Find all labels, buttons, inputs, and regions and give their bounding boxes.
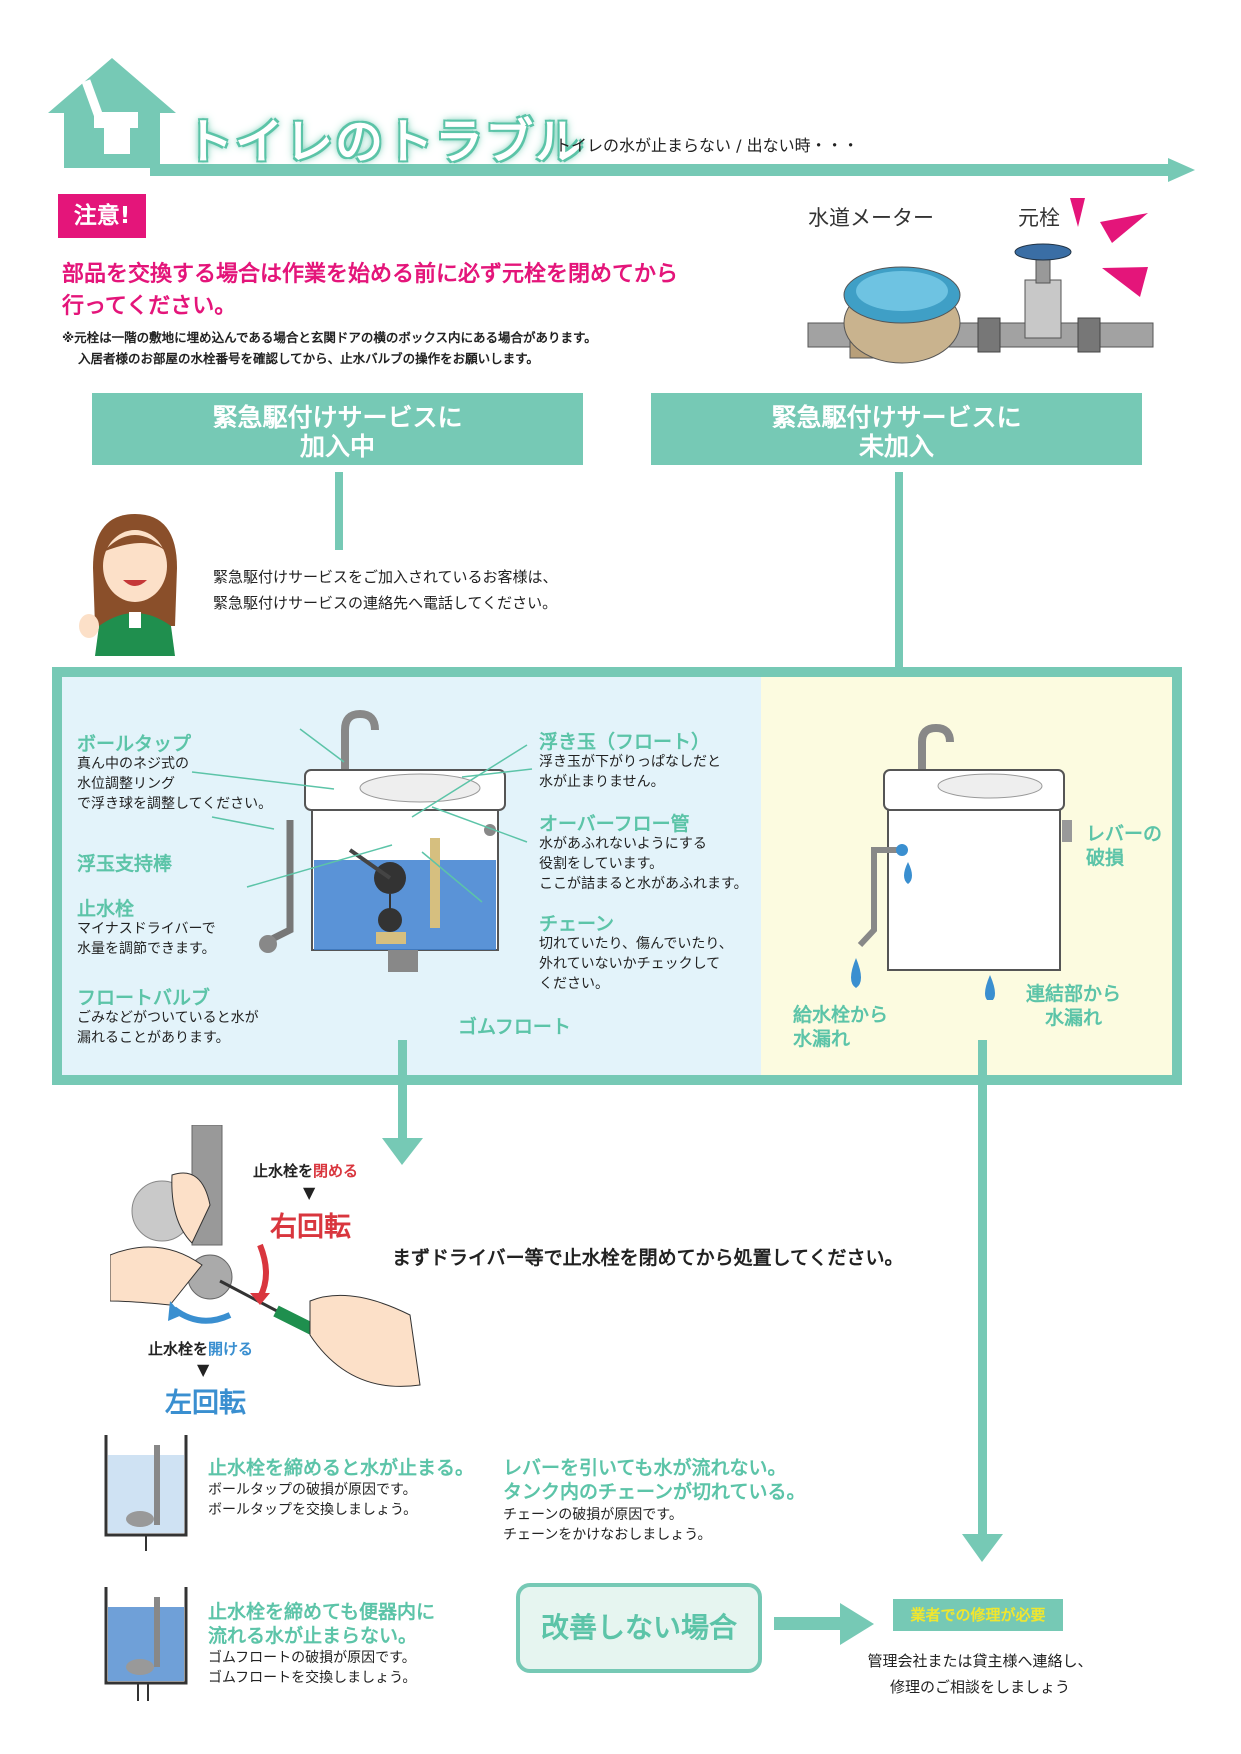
- tank-cutaway-illustration: [259, 710, 506, 972]
- chain-title: チェーン: [539, 913, 615, 935]
- case2-heading-1: レバーを引いても水が流れない。: [503, 1457, 787, 1479]
- valve-operation-illustration: [110, 1125, 421, 1387]
- lever-damage-line-1: レバーの: [1086, 823, 1163, 845]
- caution-badge: 注意!: [58, 194, 146, 238]
- supply-leak-line-1: 給水栓から: [793, 1004, 889, 1026]
- case1-line-2: ボールタップを交換しましょう。: [208, 1502, 418, 1518]
- balltap-line-2: 水位調整リング: [77, 776, 175, 792]
- chain-line-2: 外れていないかチェックして: [539, 956, 721, 972]
- case1-heading: 止水栓を締めると水が止まる。: [208, 1457, 475, 1479]
- service-joined-line-1: 緊急駆付けサービスに: [212, 403, 463, 432]
- close-marker: ▼: [303, 1183, 316, 1202]
- contact-line-1: 管理会社または貸主様へ連絡し、: [867, 1652, 1093, 1670]
- chain-line-1: 切れていたり、傷んでいたり、: [539, 936, 733, 952]
- meter-valve-illustration: [807, 198, 1154, 364]
- supply-leak-line-2: 水漏れ: [793, 1028, 851, 1050]
- stop-valve-line-2: 水量を調節できます。: [77, 941, 216, 957]
- case1-line-1: ボールタップの破損が原因です。: [208, 1482, 417, 1498]
- lever-damage-label: レバーの 破損: [1086, 822, 1162, 870]
- case3-line-1: ゴムフロートの破損が原因です。: [208, 1650, 416, 1666]
- tank-icon-case3: [104, 1587, 188, 1701]
- stop-valve-line-1: マイナスドライバーで: [77, 921, 216, 937]
- flow-arrows: [382, 1040, 1003, 1562]
- caution-line-1: 部品を交換する場合は作業を始める前に必ず元栓を閉めてから: [62, 262, 679, 287]
- chain-line-3: ください。: [539, 976, 609, 992]
- main-valve-label: 元栓: [1018, 206, 1060, 230]
- float-valve-title: フロートバルブ: [77, 987, 211, 1009]
- lever-damage-line-2: 破損: [1086, 847, 1125, 869]
- close-instruction: 止水栓を閉める: [253, 1160, 358, 1181]
- case3-line-2: ゴムフロートを交換しましょう。: [208, 1670, 417, 1686]
- page-subtitle: トイレの水が止まらない / 出ない時・・・: [555, 136, 859, 155]
- open-prefix: 止水栓を: [148, 1340, 209, 1358]
- overflow-line-1: 水があふれないようにする: [539, 836, 707, 852]
- leader-lines: [191, 728, 533, 903]
- driver-instruction: まずドライバー等で止水栓を閉めてから処置してください。: [392, 1247, 904, 1269]
- float-title: 浮き玉（フロート）: [539, 731, 711, 753]
- result-arrow: [774, 1603, 874, 1645]
- open-word: 開ける: [208, 1340, 254, 1358]
- caution-note-2: 入居者様のお部屋の水栓番号を確認してから、止水バルブの操作をお願いします。: [78, 351, 539, 366]
- overflow-line-2: 役割をしています。: [539, 856, 664, 872]
- close-prefix: 止水栓を: [253, 1162, 314, 1180]
- caution-line-2: 行ってください。: [62, 294, 237, 319]
- header-arrow: [150, 158, 1195, 182]
- case3-heading-2: 流れる水が止まらない。: [208, 1625, 418, 1647]
- overflow-title: オーバーフロー管: [539, 813, 690, 835]
- rubber-float-title: ゴムフロート: [458, 1016, 571, 1038]
- balltap-line-1: 真ん中のネジ式の: [77, 756, 189, 772]
- case2-heading-2: タンク内のチェーンが切れている。: [503, 1481, 806, 1503]
- case2-line-2: チェーンをかけなおしましょう。: [503, 1527, 712, 1543]
- open-direction: 左回転: [165, 1388, 246, 1419]
- open-instruction: 止水栓を開ける: [148, 1338, 253, 1359]
- float-valve-line-2: 漏れることがあります。: [77, 1030, 230, 1046]
- joined-message-1: 緊急駆付けサービスをご加入されているお客様は、: [213, 568, 558, 586]
- float-line-2: 水が止まりません。: [539, 774, 665, 790]
- close-word: 閉める: [313, 1162, 359, 1180]
- joint-leak-line-1: 連結部から: [1026, 983, 1122, 1005]
- case3-heading-1: 止水栓を締めても便器内に: [208, 1601, 436, 1623]
- tank-icon-case1: [104, 1435, 188, 1551]
- service-not-joined-box: 緊急駆付けサービスに 未加入: [651, 393, 1142, 465]
- caution-note-1: ※元栓は一階の敷地に埋め込んである場合と玄関ドアの横のボックス内にある場合があり…: [62, 330, 597, 345]
- balltap-title: ボールタップ: [77, 733, 192, 755]
- water-meter-label: 水道メーター: [808, 206, 934, 230]
- joint-leak-line-2: 水漏れ: [1045, 1007, 1103, 1029]
- operator-illustration: [79, 514, 177, 656]
- case2-line-1: チェーンの破損が原因です。: [503, 1507, 683, 1523]
- float-line-1: 浮き玉が下がりっぱなしだと: [539, 754, 721, 770]
- house-icon: [48, 58, 176, 168]
- supply-leak-label: 給水栓から 水漏れ: [793, 1003, 888, 1051]
- close-direction: 右回転: [270, 1212, 351, 1243]
- float-valve-line-1: ごみなどがついていると水が: [77, 1010, 259, 1026]
- joint-leak-label: 連結部から 水漏れ: [1026, 982, 1121, 1030]
- not-joined-connector: [895, 472, 903, 667]
- repair-required-badge: 業者での修理が必要: [893, 1599, 1063, 1631]
- float-rod-title: 浮玉支持棒: [77, 853, 173, 875]
- joined-connector: [335, 472, 343, 550]
- overflow-line-3: ここが詰まると水があふれます。: [539, 876, 748, 892]
- stop-valve-title: 止水栓: [77, 898, 135, 920]
- page-title: トイレのトラブル: [185, 114, 586, 170]
- tank-exterior-illustration: [851, 723, 1072, 1000]
- service-joined-line-2: 加入中: [299, 432, 375, 461]
- balltap-line-3: で浮き球を調整してください。: [77, 796, 273, 812]
- contact-line-2: 修理のご相談をしましょう: [889, 1678, 1070, 1696]
- open-marker: ▼: [197, 1360, 210, 1379]
- alert-icon: [1070, 198, 1148, 297]
- no-improvement-box: 改善しない場合: [516, 1583, 762, 1673]
- header-graphic: [48, 58, 1195, 182]
- contact-text: 管理会社または貸主様へ連絡し、 修理のご相談をしましょう: [860, 1648, 1100, 1700]
- service-not-joined-line-2: 未加入: [858, 432, 934, 461]
- joined-message-2: 緊急駆付けサービスの連絡先へ電話してください。: [213, 594, 558, 612]
- service-joined-box: 緊急駆付けサービスに 加入中: [92, 393, 583, 465]
- service-not-joined-line-1: 緊急駆付けサービスに: [771, 403, 1022, 432]
